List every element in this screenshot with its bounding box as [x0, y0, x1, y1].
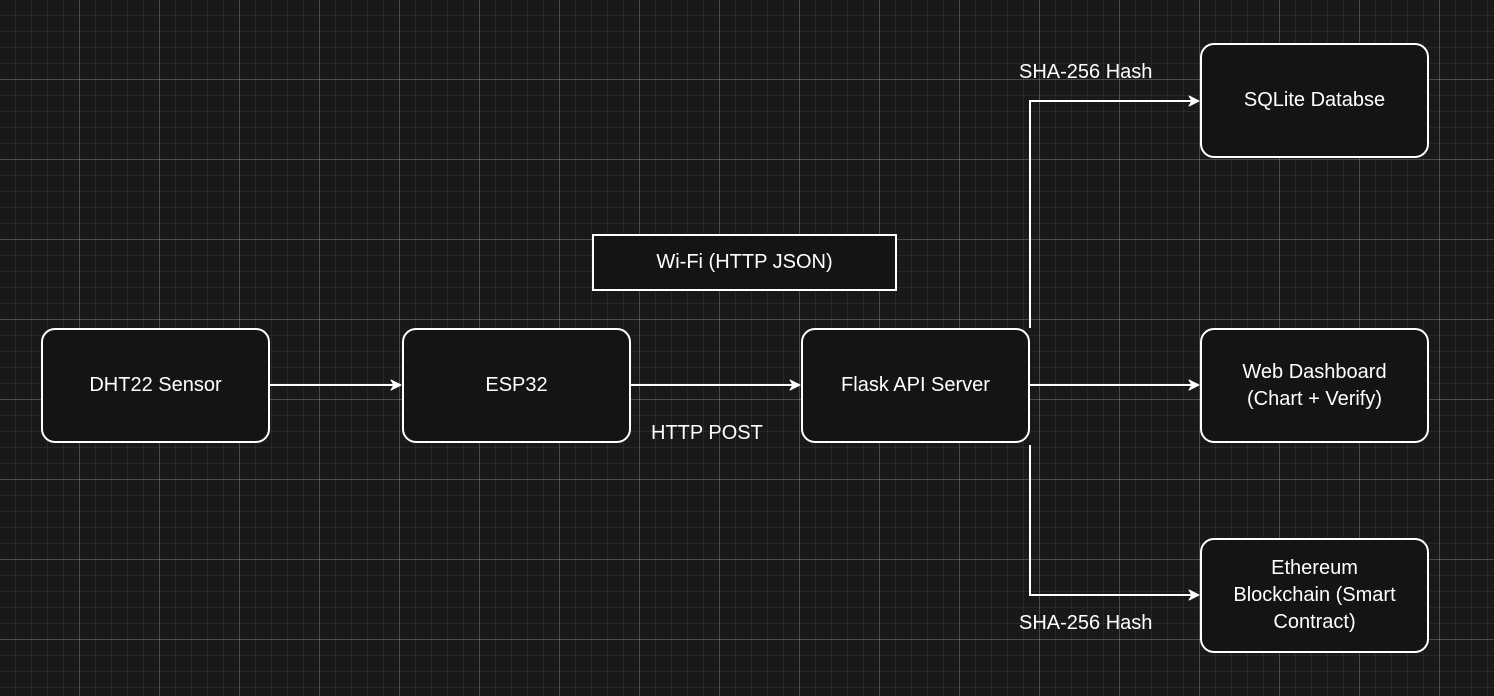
wifi-label-box[interactable]: Wi-Fi (HTTP JSON) [592, 234, 897, 291]
node-sqlite-database-label: SQLite Databse [1243, 89, 1386, 111]
node-web-dashboard-label: Web Dashboard (Chart + Verify) [1242, 360, 1387, 410]
node-flask-api-server-label: Flask API Server [841, 374, 990, 396]
edge-flask-to-ethereum [1029, 445, 1200, 601]
sha256-hash-bottom-label: SHA-256 Hash [1019, 612, 1153, 634]
wifi-label-text: Wi-Fi (HTTP JSON) [656, 251, 833, 273]
http-post-label: HTTP POST [651, 422, 763, 444]
node-esp32[interactable]: ESP32 [402, 328, 631, 443]
node-dht22-sensor[interactable]: DHT22 Sensor [41, 328, 270, 443]
node-ethereum-blockchain-label: Ethereum Blockchain (Smart Contract) [1233, 557, 1396, 633]
edge-flask-to-sqlite [1029, 95, 1200, 328]
sha256-hash-top-label: SHA-256 Hash [1019, 61, 1153, 83]
node-dht22-sensor-label: DHT22 Sensor [89, 374, 222, 396]
node-sqlite-database[interactable]: SQLite Databse [1200, 43, 1429, 158]
node-ethereum-blockchain[interactable]: Ethereum Blockchain (Smart Contract) [1200, 538, 1429, 653]
node-flask-api-server[interactable]: Flask API Server [801, 328, 1030, 443]
node-web-dashboard[interactable]: Web Dashboard (Chart + Verify) [1200, 328, 1429, 443]
node-esp32-label: ESP32 [485, 374, 548, 396]
